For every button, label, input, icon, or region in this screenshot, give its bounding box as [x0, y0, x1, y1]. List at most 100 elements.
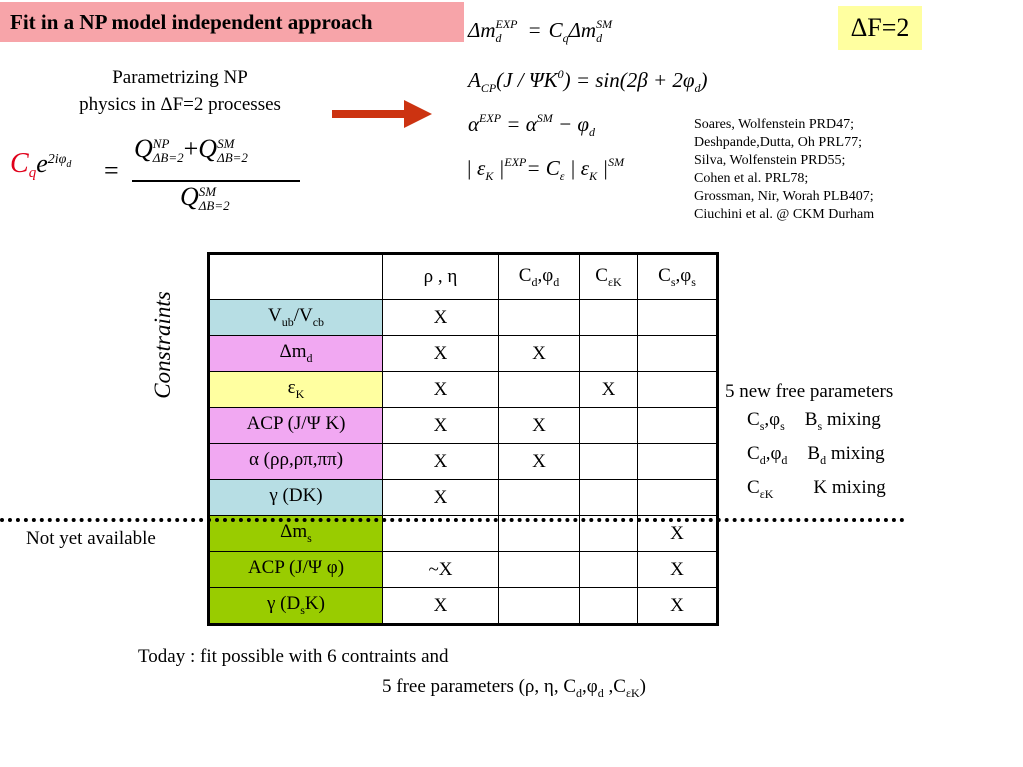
header-cek: CεK: [579, 253, 638, 300]
eq2-arg-sup: 0: [557, 67, 564, 81]
table-cell: [579, 335, 638, 372]
num-q1: Q: [134, 134, 153, 163]
eq4-lhs-bar: |: [493, 156, 505, 180]
intro-line-1: Parametrizing NP: [112, 67, 248, 88]
delta-f-badge: ΔF=2: [838, 6, 922, 50]
table-cell: [637, 371, 718, 408]
fp2-d: mixing: [826, 442, 885, 464]
num-q1-sub: ΔB=2: [152, 150, 184, 166]
table-cell: X: [498, 443, 580, 480]
eq4-rhs-c-sub: ε: [559, 169, 565, 183]
num-q2: Q: [198, 134, 218, 163]
header-rho-eta: ρ , η: [382, 253, 499, 300]
today-2c: ,C: [603, 676, 626, 697]
equation-epsilon: | εK |EXP= Cε | εK |SM: [466, 155, 624, 183]
eq1-lhs-sub: d: [495, 31, 502, 45]
fp2-a-sub: d: [759, 452, 766, 467]
fp3-a: C: [747, 476, 760, 498]
reference-item: Grossman, Nir, Worah PLB407;: [694, 189, 874, 204]
np-parametrization-formula: Cqe2iφd: [10, 148, 71, 181]
eq4-rhs-c: = C: [526, 156, 560, 180]
table-cell: [637, 299, 718, 336]
reference-item: Ciuchini et al. @ CKM Durham: [694, 207, 875, 222]
constraint-label-label: α (ρρ,ρπ,ππ): [248, 449, 344, 471]
equation-alpha: αEXP = αSM − φd: [468, 111, 595, 139]
eq4-rhs: | ε: [564, 156, 590, 180]
today-summary: Today : fit possible with 6 contraints a…: [138, 642, 646, 708]
constraint-label-sub: s: [307, 530, 312, 545]
table-cell: X: [382, 479, 499, 516]
constraint-label-sub2: cb: [312, 314, 325, 329]
num-q2-sub: ΔB=2: [217, 150, 248, 166]
fp1-a: C: [747, 409, 760, 430]
fp1-b: ,φ: [764, 409, 781, 430]
table-cell: X: [579, 371, 638, 408]
header-cs-phis: Cs,φs: [637, 253, 718, 300]
constraint-label-sub: ub: [281, 314, 294, 329]
eq3-lhs-sup: EXP: [479, 111, 502, 125]
fraction-bar: [132, 180, 300, 182]
table-cell: [579, 407, 638, 444]
free-params-title: 5 new free parameters: [725, 381, 894, 402]
constraint-label-label: Δm: [279, 341, 307, 363]
fp2-c-sub: d: [820, 452, 827, 467]
slide-title: Fit in a NP model independent approach: [0, 2, 464, 42]
intro-line-2: physics in ΔF=2 processes: [79, 94, 281, 115]
eq2-end: ): [700, 68, 708, 92]
den-sub: ΔB=2: [198, 198, 230, 214]
separator-dotted-line: [0, 518, 905, 522]
fp3-a-sub: εK: [759, 486, 774, 501]
fp1-c-sub: s: [817, 418, 823, 433]
h4-mid: ,φ: [675, 264, 692, 286]
h2-c: C: [518, 264, 532, 286]
table-cell: [637, 335, 718, 372]
table-cell: X: [382, 299, 499, 336]
constraint-label-label: γ (DK): [269, 485, 323, 507]
table-cell: [579, 587, 638, 625]
eq2-arg: (J / ΨK: [496, 68, 558, 92]
today-line-1: Today : fit possible with 6 contraints a…: [138, 646, 449, 667]
table-cell: X: [637, 587, 718, 625]
constraint-label-label: ε: [287, 377, 296, 399]
constraint-label-label: γ (D: [267, 593, 301, 615]
constraint-label: ACP (J/Ψ K): [208, 407, 383, 444]
constraint-label-sub: K: [295, 386, 305, 401]
right-arrow-icon: [332, 100, 432, 128]
eq4-rhs-sub: K: [589, 169, 598, 183]
eq4-lhs-sub: K: [485, 169, 494, 183]
h2-sub: d: [531, 274, 538, 289]
table-cell: X: [498, 407, 580, 444]
equation-acp: ACP(J / ΨK0) = sin(2β + 2φd): [468, 67, 708, 95]
table-cell: X: [382, 371, 499, 408]
fp1-c: B: [804, 409, 818, 430]
den-q: Q: [180, 182, 199, 211]
h2-mid: ,φ: [537, 264, 554, 286]
eq3-rhs: − φ: [557, 112, 590, 136]
num-q2-sup: SM: [217, 136, 235, 152]
eq1-rhs-c-sub: q: [562, 31, 569, 45]
h2-sub2: d: [553, 274, 560, 289]
h4-sub2: s: [691, 274, 696, 289]
constraint-label: γ (DsK): [208, 587, 383, 625]
fp2-c: B: [807, 442, 821, 464]
formula-e-exp: 2iφ: [47, 152, 67, 167]
table-row: εK X X: [208, 371, 718, 408]
reference-item: Deshpande,Dutta, Oh PRL77;: [694, 135, 862, 150]
table-cell: X: [382, 407, 499, 444]
constraint-label-mid: /V: [293, 305, 313, 327]
not-yet-available-label: Not yet available: [26, 528, 156, 549]
constraint-label-label: Δm: [280, 521, 308, 543]
eq1-rhs-m: Δm: [568, 18, 597, 42]
header-cd-phid: Cd,φd: [498, 253, 580, 300]
eq4-lhs-sup: EXP: [504, 155, 527, 169]
constraint-label-label: V: [267, 305, 282, 327]
h3-sub: εK: [607, 274, 622, 289]
fp3-c: K mixing: [813, 476, 886, 498]
constraint-label-mid: K): [304, 593, 325, 615]
